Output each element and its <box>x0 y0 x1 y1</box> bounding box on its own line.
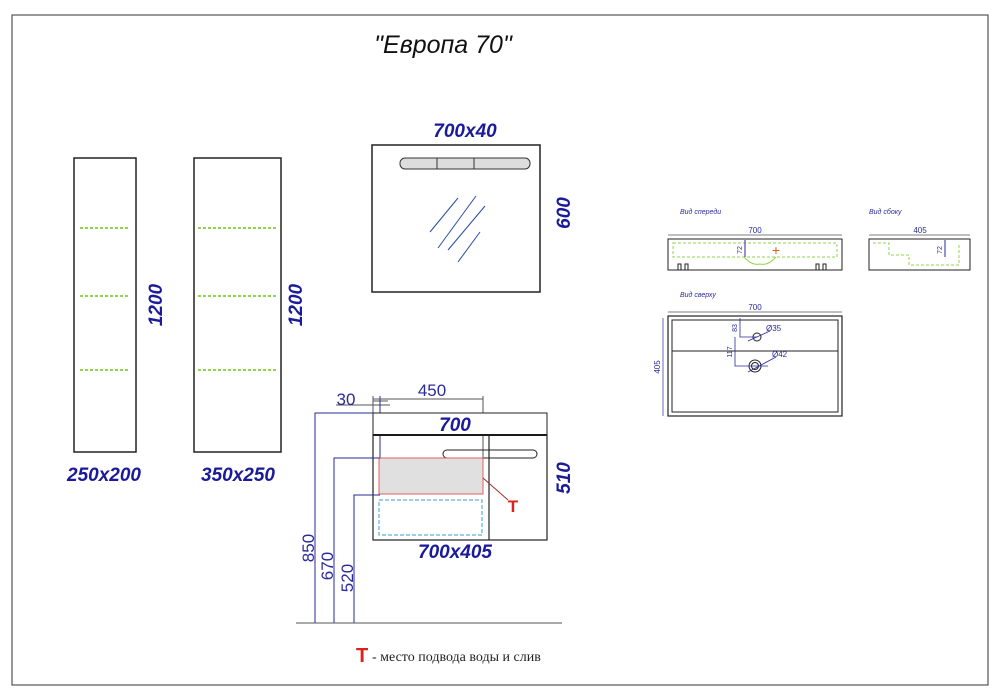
height-dimensions <box>314 412 380 623</box>
legend-text: - место подвода воды и слив <box>372 650 541 665</box>
legend: T - место подвода воды и слив <box>356 645 541 667</box>
depth-label: 72 <box>737 246 744 254</box>
dim-83-label: 83 <box>732 324 739 332</box>
light-strip <box>399 157 531 170</box>
depth-label: 405 <box>653 360 662 374</box>
vanity-width-label: 700 <box>439 415 471 436</box>
mirror-size-label: 700x40 <box>433 121 497 142</box>
offset-label: 30 <box>337 390 356 409</box>
depth-label: 72 <box>937 246 944 254</box>
marker-t: T <box>508 497 519 516</box>
dim-117-label: 117 <box>727 346 734 357</box>
mirror: 700x40 600 <box>371 121 575 293</box>
sink-top-view: Вид сверху 700 405 83 117 Ø35 Ø42 <box>653 291 843 417</box>
shelves <box>198 227 277 371</box>
handle <box>442 449 538 459</box>
legend-marker: T <box>356 645 368 667</box>
view-label: Вид сбоку <box>869 208 902 216</box>
svg-text:+: + <box>772 242 780 258</box>
sink-front-view: Вид спереди 700 72 + <box>667 208 843 271</box>
tap-width-label: 450 <box>418 381 446 400</box>
width-label: 700 <box>748 226 762 235</box>
view-label: Вид сверху <box>680 291 716 299</box>
height-label: 1200 <box>286 283 307 326</box>
view-label: Вид спереди <box>680 208 721 216</box>
height-670-label: 670 <box>318 552 337 580</box>
hole-42-label: Ø42 <box>772 350 788 359</box>
width-label: 405 <box>913 226 927 235</box>
vanity-size-label: 700x405 <box>418 542 492 563</box>
vanity-unit: 30 450 T 700 510 700x405 850 670 520 <box>296 381 575 624</box>
height-850-label: 850 <box>299 534 318 562</box>
mirror-height-label: 600 <box>554 197 575 229</box>
size-label: 250x200 <box>66 465 141 486</box>
sink-side-view: Вид сбоку 405 72 <box>868 208 971 271</box>
drain-zone <box>378 499 483 536</box>
glass-reflection <box>429 195 486 263</box>
vanity-height-label: 510 <box>554 462 575 494</box>
water-supply-zone <box>378 457 484 495</box>
tall-cabinet-2: 1200 350x250 <box>193 157 307 486</box>
width-label: 700 <box>748 303 762 312</box>
height-label: 1200 <box>146 283 167 326</box>
sheet-frame <box>11 14 989 686</box>
height-520-label: 520 <box>338 564 357 592</box>
size-label: 350x250 <box>201 465 275 486</box>
page-title: "Европа 70" <box>374 31 513 59</box>
hole-35-label: Ø35 <box>766 324 782 333</box>
shelves <box>80 227 130 371</box>
tall-cabinet-1: 1200 250x200 <box>66 157 167 486</box>
